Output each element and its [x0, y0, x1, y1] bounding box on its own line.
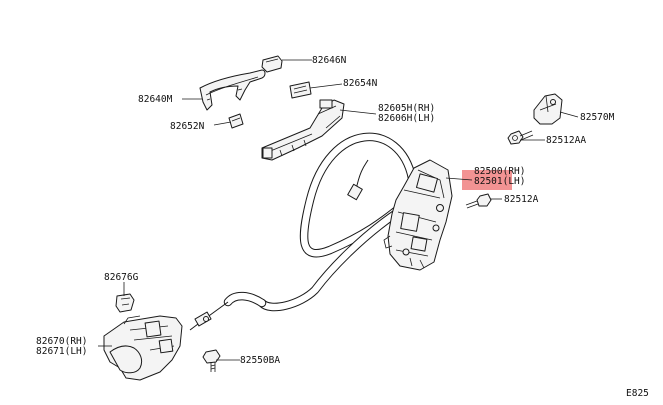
part-82652n-gasket: [228, 113, 244, 129]
label-82652n: 82652N: [170, 121, 205, 132]
label-82512a: 82512A: [504, 194, 539, 205]
label-82646n: 82646N: [312, 55, 347, 66]
part-82676g-clip: [115, 293, 135, 313]
label-82605h: 82605H(RH): [378, 103, 435, 114]
figure-code: E825: [626, 388, 649, 399]
leader-lines: [98, 59, 579, 361]
lock-cable-assembly: [189, 132, 417, 331]
highlight-box: [462, 170, 512, 190]
part-82512aa-bolt: [507, 130, 534, 145]
label-82500: 82500(RH): [474, 166, 525, 177]
part-82512a-bolt: [465, 193, 492, 209]
part-82605h-bracket: [261, 99, 345, 161]
part-82670-inside-handle: [103, 315, 183, 381]
part-82570m-bracket: [533, 93, 563, 125]
part-82640m-outside-handle: [199, 69, 266, 111]
label-82654n: 82654N: [343, 78, 378, 89]
label-82501: 82501(LH): [474, 176, 525, 187]
part-82500-door-lock-actuator: [383, 159, 453, 271]
label-82676g: 82676G: [104, 272, 139, 283]
label-82550ba: 82550BA: [240, 355, 280, 366]
label-82640m: 82640M: [138, 94, 173, 105]
part-labels: 82646N 82654N 82640M 82652N 82605H(RH) 8…: [36, 55, 649, 399]
label-82606h: 82606H(LH): [378, 113, 435, 124]
part-82646n-cap: [261, 55, 283, 73]
label-82512aa: 82512AA: [546, 135, 586, 146]
part-82654n-gasket: [289, 81, 312, 99]
label-82670: 82670(RH): [36, 336, 87, 347]
label-82671: 82671(LH): [36, 346, 87, 357]
part-82550ba-screw: [202, 349, 221, 372]
label-82570m: 82570M: [580, 112, 615, 123]
